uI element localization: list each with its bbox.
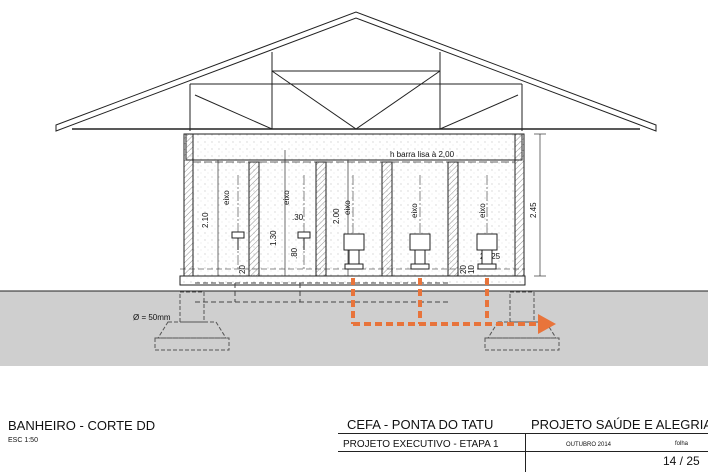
partition-1 [248,161,260,277]
grab-bar-note: h barra lisa à 2,00 [390,150,455,159]
project-name: PROJETO SAÚDE E ALEGRIA [531,417,708,432]
axis-label-3: eixo [343,200,352,215]
dim-0-30: .30 [292,213,304,222]
pipe-diameter-note: Ø = 50mm [133,313,171,322]
flow-arrowhead-icon [538,314,556,334]
roof [55,11,657,132]
axis-label-4: eixo [410,203,419,218]
titleblock-line-b [338,451,708,452]
attic-band [185,133,523,161]
titleblock-divider [525,433,526,472]
dim-10: 10 [467,265,476,274]
axis-label-2: eixo [282,190,291,205]
dim-2-10: 2.10 [201,212,210,228]
footing-left [154,291,230,351]
dim-total-height: 2.45 [529,202,538,218]
outer-wall-left [183,133,194,277]
dim-0-80: .80 [290,247,299,259]
sink-fixture-2 [297,231,311,250]
axis-label-5: eixo [478,203,487,218]
partition-2 [315,161,327,277]
dim-20a: 20 [238,265,247,274]
partition-4 [447,161,459,277]
axis-label-1: eixo [222,190,231,205]
dim-20b: 20 [459,265,468,274]
toilet-2 [409,233,431,270]
sheet-number: 14 / 25 [663,454,700,468]
project-place: CEFA - PONTA DO TATU [347,417,494,432]
toilet-3 [476,233,498,270]
toilet-1 [343,233,365,270]
titleblock-line-a [338,433,708,434]
sewage-flow-arrow [351,278,540,326]
sheet-label: folha [675,441,689,447]
dim-1-30: 1.30 [269,230,278,246]
outer-wall-right [514,133,525,277]
drawing-title: BANHEIRO - CORTE DD [8,418,156,433]
partition-3 [381,161,393,277]
project-date: OUTUBRO 2014 [566,442,612,448]
drawing-scale: ESC 1:50 [8,437,38,444]
sink-fixture-1 [231,231,245,250]
project-phase: PROJETO EXECUTIVO - ETAPA 1 [343,439,499,450]
dim-0-25: .25 [489,252,501,261]
drain-pipes [195,282,450,303]
building-section-drawing: h barra lisa à 2,00 2.45 2.10 1.30 2.00 … [0,11,708,366]
dim-2-00: 2.00 [332,208,341,224]
